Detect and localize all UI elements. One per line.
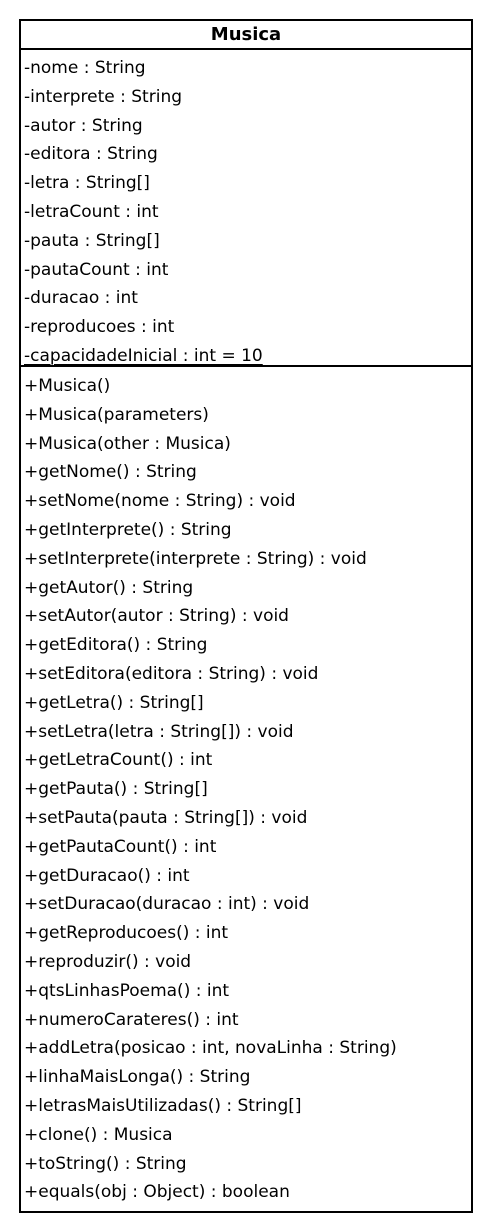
attribute-text: -pautaCount : int (24, 259, 169, 280)
attribute-text: -editora : String (24, 144, 158, 165)
method-row: +getReproducoes() : int (24, 923, 229, 944)
method-row: +clone() : Musica (24, 1124, 173, 1145)
attribute-row: -interprete : String (24, 83, 471, 112)
method-row: +qtsLinhasPoema() : int (24, 980, 230, 1001)
attribute-text: -capacidadeInicial : int = 10 (24, 345, 263, 366)
method-row: +linhaMaisLonga() : String (24, 1067, 251, 1088)
attribute-row: -capacidadeInicial : int = 10 (24, 342, 471, 366)
attribute-row: -pauta : String[] (24, 227, 471, 256)
uml-class-musica: Musica -nome : String -interprete : Strin… (19, 19, 473, 1213)
method-row: +equals(obj : Object) : boolean (24, 1182, 290, 1203)
method-row: +addLetra(posicao : int, novaLinha : Str… (24, 1038, 397, 1059)
method-row: +setDuracao(duracao : int) : void (24, 894, 310, 915)
attribute-text: -pauta : String[] (24, 230, 160, 251)
attribute-row: -letra : String[] (24, 169, 471, 198)
attribute-row: -editora : String (24, 140, 471, 169)
method-row: +getEditora() : String (24, 635, 208, 656)
method-row: +setEditora(editora : String) : void (24, 663, 319, 684)
method-row: +getAutor() : String (24, 577, 194, 598)
method-row: +toString() : String (24, 1153, 187, 1174)
methods-compartment: +Musica() +Musica(parameters) +Musica(othe… (21, 367, 471, 1207)
attribute-row: -letraCount : int (24, 198, 471, 227)
attribute-row: -autor : String (24, 112, 471, 141)
method-row: +numeroCarateres() : int (24, 1009, 239, 1030)
attribute-text: -reproducoes : int (24, 317, 175, 338)
method-row: +getPauta() : String[] (24, 779, 208, 800)
method-row: +setInterprete(interprete : String) : vo… (24, 548, 367, 569)
attribute-row: -nome : String (24, 54, 471, 83)
method-row: +setNome(nome : String) : void (24, 491, 296, 512)
method-row: +getNome() : String (24, 462, 197, 483)
method-row: +getLetra() : String[] (24, 692, 204, 713)
attribute-text: -nome : String (24, 58, 146, 78)
attribute-text: -interprete : String (24, 86, 183, 107)
method-row: +getInterprete() : String (24, 519, 232, 540)
method-row: +Musica(other : Musica) (24, 433, 231, 454)
method-row: +getPautaCount() : int (24, 836, 217, 857)
method-row: +getLetraCount() : int (24, 750, 213, 771)
attribute-text: -letraCount : int (24, 201, 159, 222)
method-row: +reproduzir() : void (24, 951, 192, 972)
attribute-row: -pautaCount : int (24, 256, 471, 285)
class-name: Musica (21, 21, 471, 50)
method-row: +letrasMaisUtilizadas() : String[] (24, 1095, 302, 1116)
method-row: +Musica() (24, 376, 111, 396)
method-row: +Musica(parameters) (24, 404, 209, 425)
attribute-text: -duracao : int (24, 288, 138, 309)
method-row: +setLetra(letra : String[]) : void (24, 721, 294, 742)
attribute-row: -reproducoes : int (24, 313, 471, 342)
method-row: +getDuracao() : int (24, 865, 190, 886)
attribute-text: -autor : String (24, 115, 143, 136)
attributes-compartment: -nome : String -interprete : String -autor… (21, 50, 471, 367)
method-row: +setAutor(autor : String) : void (24, 606, 289, 627)
attribute-row: -duracao : int (24, 284, 471, 313)
method-row: +setPauta(pauta : String[]) : void (24, 807, 308, 828)
attribute-text: -letra : String[] (24, 173, 150, 194)
